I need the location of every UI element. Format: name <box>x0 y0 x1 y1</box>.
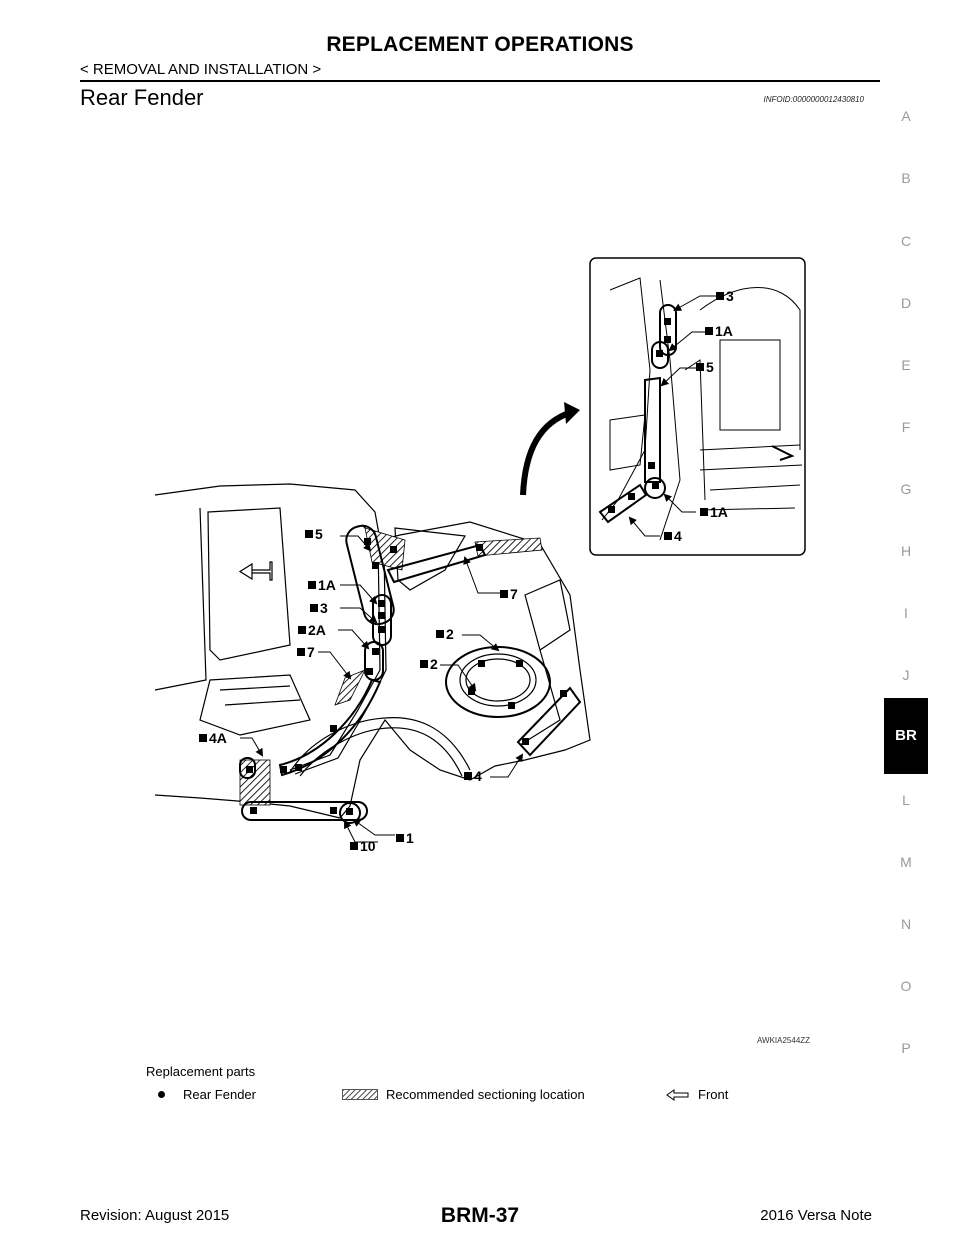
callout-7-right: 7 <box>510 586 518 602</box>
section-index-e[interactable]: E <box>901 357 911 373</box>
footer-model: 2016 Versa Note <box>760 1207 872 1224</box>
callout-markers <box>199 292 724 850</box>
front-arrow-icon <box>666 1088 689 1101</box>
legend-sectioning-label: Recommended sectioning location <box>386 1087 585 1102</box>
callout-detail-1a-bottom: 1A <box>710 504 728 520</box>
legend-rear-fender: Rear Fender <box>158 1087 256 1102</box>
callout-7-left: 7 <box>307 644 315 660</box>
section-index-d[interactable]: D <box>900 295 912 311</box>
breadcrumb: < REMOVAL AND INSTALLATION > <box>80 61 322 78</box>
section-index-n[interactable]: N <box>900 916 912 932</box>
section-title: Rear Fender <box>80 85 204 110</box>
section-index-l[interactable]: L <box>902 792 910 808</box>
sectioning-area <box>474 537 543 557</box>
callout-detail-5: 5 <box>706 359 714 375</box>
legend-front-label: Front <box>698 1087 729 1102</box>
rear-fender-diagram: 3 1A 5 1A 4 5 1A 3 2A 7 4A 7 2 2 4 1 10 <box>154 257 806 854</box>
legend-caption: Replacement parts <box>146 1064 256 1079</box>
section-index-p[interactable]: P <box>901 1040 911 1056</box>
callout-labels: 3 1A 5 1A 4 5 1A 3 2A 7 4A 7 2 2 4 1 10 <box>209 288 734 854</box>
section-index-f[interactable]: F <box>901 419 911 435</box>
info-id: INFOID:0000000012430810 <box>763 95 864 104</box>
page-title: REPLACEMENT OPERATIONS <box>326 33 634 56</box>
callout-2-bottom: 2 <box>430 656 438 672</box>
section-index-a[interactable]: A <box>901 108 911 124</box>
weld-spots <box>246 538 567 815</box>
section-index-b[interactable]: B <box>901 170 911 186</box>
sectioning-area <box>334 669 366 706</box>
cut-direction-icon <box>771 445 795 461</box>
callout-4a: 4A <box>209 730 227 746</box>
legend-sectioning: Recommended sectioning location <box>342 1087 585 1102</box>
callout-10: 10 <box>360 838 376 854</box>
section-index-h[interactable]: H <box>900 543 912 559</box>
footer-revision: Revision: August 2015 <box>80 1207 230 1224</box>
section-index-o[interactable]: O <box>900 978 912 994</box>
front-arrow-head-icon <box>238 562 253 581</box>
section-index-m[interactable]: M <box>900 854 912 870</box>
section-index-j[interactable]: J <box>902 667 910 683</box>
detail-pointer-arrow-icon <box>520 409 573 496</box>
detail-inset-drawing <box>601 277 803 541</box>
diagram-code: AWKIA2544ZZ <box>757 1036 811 1045</box>
leader-lines <box>240 295 716 843</box>
sectioning-area <box>364 527 406 571</box>
callout-2-top: 2 <box>446 626 454 642</box>
callout-detail-1a-top: 1A <box>715 323 733 339</box>
callout-detail-3: 3 <box>726 288 734 304</box>
callout-3: 3 <box>320 600 328 616</box>
detail-weld-spots <box>608 318 671 513</box>
legend-rear-fender-label: Rear Fender <box>183 1087 256 1102</box>
legend-front: Front <box>666 1087 728 1102</box>
section-index-br-active[interactable]: BR <box>884 698 928 774</box>
section-index-g[interactable]: G <box>900 481 912 497</box>
detail-weld-outlines <box>598 304 677 524</box>
callout-4: 4 <box>474 768 482 784</box>
bullet-icon <box>158 1091 165 1098</box>
detail-inset <box>589 257 806 556</box>
callout-1a: 1A <box>318 577 336 593</box>
callout-5: 5 <box>315 526 323 542</box>
front-arrow-icon <box>245 561 273 581</box>
hatch-pattern-icon <box>342 1089 378 1100</box>
section-index-i[interactable]: I <box>904 605 908 621</box>
callout-1: 1 <box>406 830 414 846</box>
callout-2a: 2A <box>308 622 326 638</box>
weld-group-outlines <box>239 524 582 824</box>
section-index-c[interactable]: C <box>900 233 912 249</box>
page-number: BRM-37 <box>440 1204 520 1227</box>
callout-detail-4: 4 <box>674 528 682 544</box>
detail-pointer-arrow-head-icon <box>564 402 580 424</box>
header-divider <box>80 80 880 82</box>
